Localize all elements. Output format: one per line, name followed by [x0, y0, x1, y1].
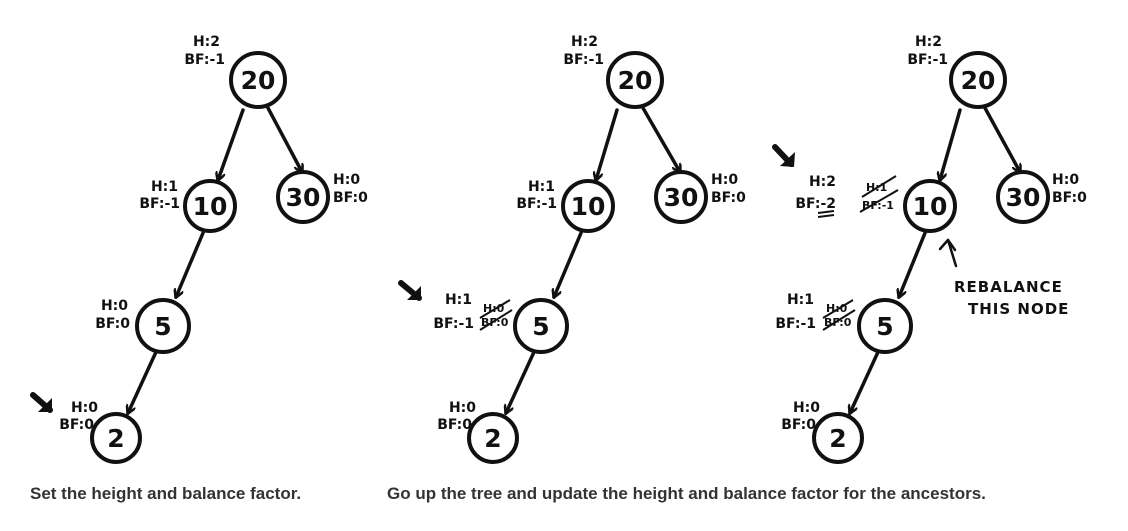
node-10-bf: BF:-2 — [795, 196, 836, 212]
node-2-label: 2 — [107, 424, 124, 453]
panel-1-tree: 20 H:2 BF:-1 10 H:1 BF:-1 30 H:0 BF:0 5 … — [30, 34, 368, 464]
edge-20-30 — [983, 106, 1020, 172]
node-20-label: 20 — [618, 66, 653, 95]
node-20-height: H:2 — [571, 34, 598, 50]
node-20-label: 20 — [961, 66, 996, 95]
node-10-bf: BF:-1 — [516, 196, 557, 212]
node-2-bf: BF:0 — [437, 417, 472, 433]
node-2-label: 2 — [484, 424, 501, 453]
edge-10-5 — [554, 231, 583, 297]
node-10: 10 H:2 BF:-2 H:1 BF:-1 — [795, 174, 957, 233]
node-5-height: H:0 — [101, 298, 128, 314]
node-5: 5 H:1 BF:-1 H:0 BF:0 — [775, 292, 913, 354]
node-30-label: 30 — [664, 183, 699, 212]
crossed-out-values: H:1 BF:-1 — [859, 175, 899, 213]
panel-2-tree: 20 H:2 BF:-1 10 H:1 BF:-1 30 H:0 BF:0 5 … — [398, 34, 746, 464]
edge-20-30 — [641, 106, 680, 172]
panel-3-tree: 20 H:2 BF:-1 10 H:2 BF:-2 H:1 BF:-1 30 H… — [772, 34, 1087, 464]
pointer-arrow-icon — [398, 280, 422, 301]
edge-10-5 — [899, 231, 927, 297]
edge-5-2 — [506, 350, 536, 413]
node-2-bf: BF:0 — [781, 417, 816, 433]
node-5-bf: BF:-1 — [775, 316, 816, 332]
node-20: 20 H:2 BF:-1 — [184, 34, 287, 109]
node-30-bf: BF:0 — [1052, 190, 1087, 206]
node-10-height: H:1 — [528, 179, 555, 195]
node-20-height: H:2 — [193, 34, 220, 50]
node-20-bf: BF:-1 — [563, 52, 604, 68]
node-2-height: H:0 — [71, 400, 98, 416]
crossed-out-values: H:0 BF:0 — [822, 299, 856, 331]
rebalance-note-line-2: THIS NODE — [968, 300, 1069, 318]
edge-20-10 — [940, 108, 962, 180]
node-10-height: H:1 — [151, 179, 178, 195]
node-30-label: 30 — [286, 183, 321, 212]
node-2-bf: BF:0 — [59, 417, 94, 433]
pointer-arrow-icon — [30, 392, 53, 413]
node-5-height: H:1 — [445, 292, 472, 308]
node-5-old-height: H:0 — [826, 302, 848, 315]
pointer-arrow-icon — [772, 144, 795, 167]
edge-20-10 — [596, 108, 619, 180]
node-20: 20 H:2 BF:-1 — [563, 34, 664, 109]
node-5-label: 5 — [876, 312, 893, 341]
node-10-label: 10 — [571, 192, 606, 221]
node-10-label: 10 — [193, 192, 228, 221]
node-20-label: 20 — [241, 66, 276, 95]
node-10: 10 H:1 BF:-1 — [139, 179, 237, 233]
node-20-bf: BF:-1 — [184, 52, 225, 68]
edge-20-10 — [218, 108, 245, 180]
edge-5-2 — [850, 350, 880, 413]
edge-10-5 — [176, 231, 205, 297]
node-2-label: 2 — [829, 424, 846, 453]
underline-emphasis-2 — [817, 214, 835, 218]
node-5-bf: BF:0 — [95, 316, 130, 332]
node-20-height: H:2 — [915, 34, 942, 50]
node-2: 2 H:0 BF:0 — [59, 400, 142, 464]
node-2-height: H:0 — [793, 400, 820, 416]
crossed-out-values: H:0 BF:0 — [479, 299, 513, 331]
caption-step-1: Set the height and balance factor. — [30, 484, 302, 503]
node-5: 5 H:1 BF:-1 H:0 BF:0 — [433, 292, 569, 354]
node-5-label: 5 — [532, 312, 549, 341]
edge-20-30 — [266, 106, 302, 172]
node-30: 30 H:0 BF:0 — [276, 170, 368, 224]
node-10-label: 10 — [913, 192, 948, 221]
node-10: 10 H:1 BF:-1 — [516, 179, 615, 233]
node-10-old-bf: BF:-1 — [862, 199, 894, 212]
node-30-label: 30 — [1006, 183, 1041, 212]
edge-5-2 — [128, 350, 158, 413]
node-30-height: H:0 — [1052, 172, 1079, 188]
node-5-label: 5 — [154, 312, 171, 341]
node-5: 5 H:0 BF:0 — [95, 298, 191, 354]
underline-emphasis — [817, 210, 835, 214]
node-2: 2 H:0 BF:0 — [437, 400, 519, 464]
node-5-old-height: H:0 — [483, 302, 505, 315]
node-30: 30 H:0 BF:0 — [996, 170, 1087, 224]
node-30-bf: BF:0 — [711, 190, 746, 206]
node-2: 2 H:0 BF:0 — [781, 400, 864, 464]
caption-step-2: Go up the tree and update the height and… — [387, 484, 986, 503]
rebalance-note: REBALANCE THIS NODE — [938, 238, 1069, 318]
node-30-bf: BF:0 — [333, 190, 368, 206]
node-30-height: H:0 — [333, 172, 360, 188]
node-30-height: H:0 — [711, 172, 738, 188]
rebalance-note-line-1: REBALANCE — [954, 278, 1063, 296]
node-20-bf: BF:-1 — [907, 52, 948, 68]
node-20: 20 H:2 BF:-1 — [907, 34, 1007, 109]
node-5-height: H:1 — [787, 292, 814, 308]
node-30: 30 H:0 BF:0 — [654, 170, 746, 224]
node-5-bf: BF:-1 — [433, 316, 474, 332]
node-10-height: H:2 — [809, 174, 836, 190]
node-10-bf: BF:-1 — [139, 196, 180, 212]
node-2-height: H:0 — [449, 400, 476, 416]
